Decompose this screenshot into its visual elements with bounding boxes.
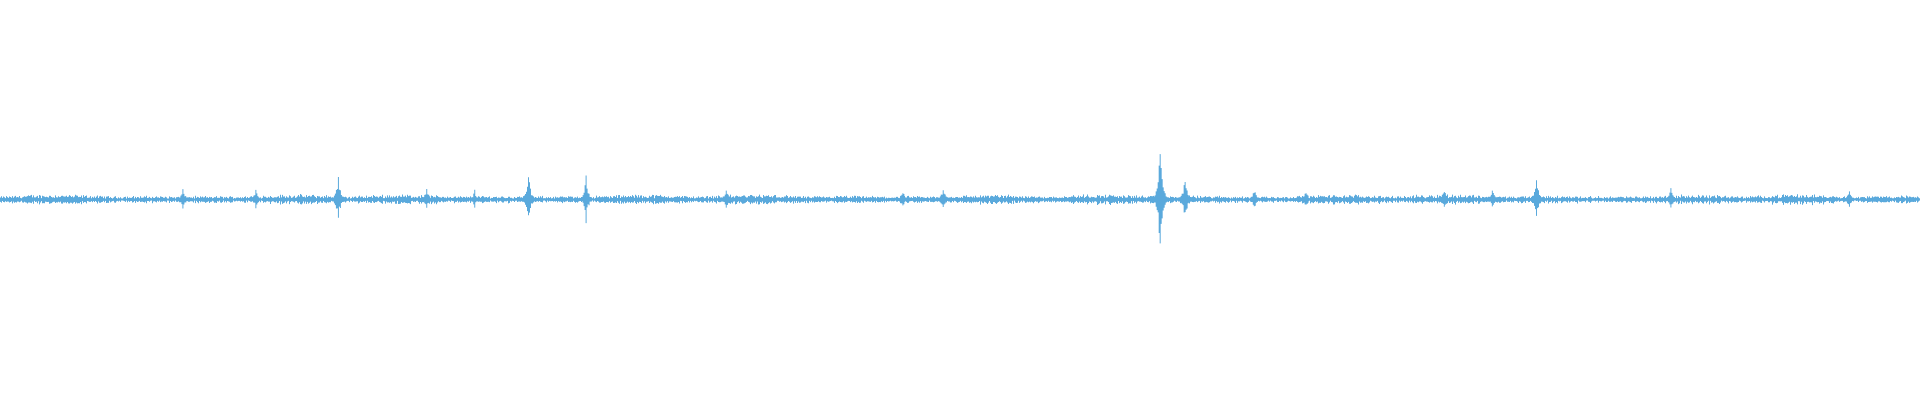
waveform-transient-spike bbox=[1435, 192, 1453, 207]
waveform-transient-spike bbox=[1151, 154, 1169, 244]
waveform-transient-spike bbox=[1528, 180, 1545, 216]
waveform-transient-spike bbox=[577, 175, 595, 224]
waveform-transient-spike bbox=[1176, 182, 1194, 213]
waveform-transient-spike bbox=[329, 176, 347, 218]
waveform-transient-spike bbox=[934, 190, 952, 207]
waveform-transient-spike bbox=[247, 189, 265, 209]
waveform-transient-spike bbox=[1245, 192, 1263, 207]
waveform-signal-group bbox=[0, 154, 1920, 244]
waveform-transient-spike bbox=[418, 188, 436, 208]
waveform-transient-spike bbox=[1483, 190, 1501, 207]
waveform-transient-spike bbox=[1297, 193, 1315, 205]
waveform-transient-spike bbox=[466, 189, 484, 208]
waveform-transient-spike bbox=[174, 189, 192, 209]
waveform-transient-spike bbox=[520, 177, 537, 216]
waveform-transient-spike bbox=[1840, 191, 1858, 207]
waveform-transient-spike bbox=[1662, 188, 1680, 208]
waveform-transient-spike bbox=[717, 190, 735, 208]
waveform-transient-spike bbox=[894, 193, 912, 206]
